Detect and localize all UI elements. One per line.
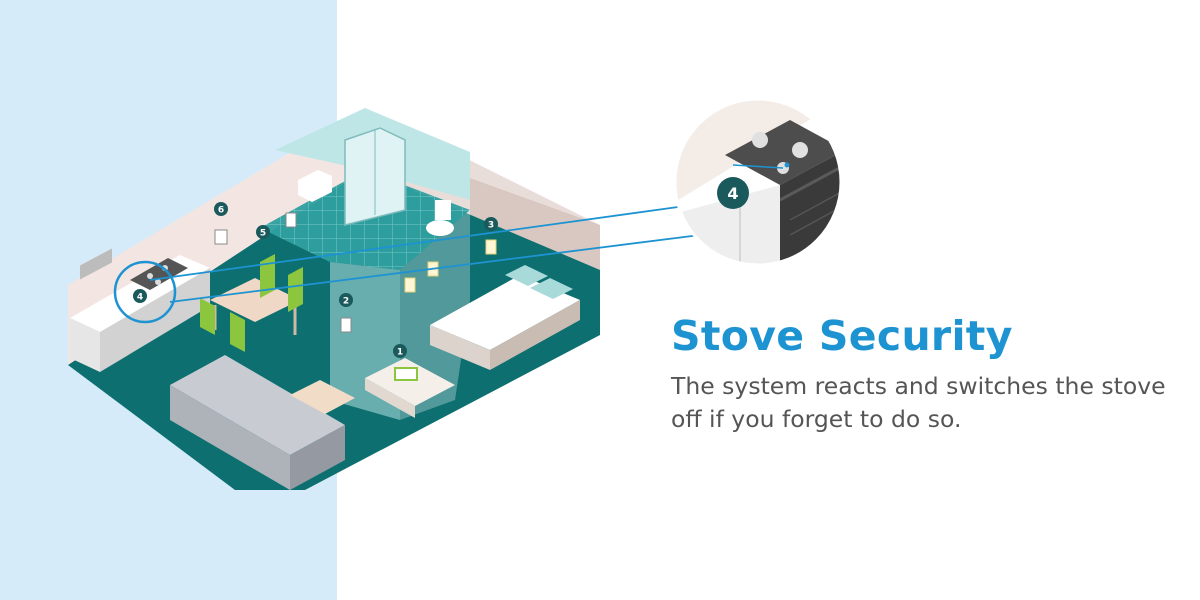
device-marker-4: 4: [133, 289, 147, 303]
bed-icon: [430, 265, 580, 370]
kitchen-counter-front: [70, 318, 100, 372]
svg-text:6: 6: [218, 206, 224, 216]
feature-title: Stove Security: [671, 312, 1013, 360]
feature-description: The system reacts and switches the stove…: [671, 372, 1166, 433]
device-marker-6: 6: [214, 202, 228, 216]
zoom-connector-bottom: [169, 234, 701, 303]
svg-text:2: 2: [343, 297, 349, 307]
svg-text:5: 5: [260, 229, 266, 239]
toilet-icon: [426, 200, 454, 236]
zoom-connector-top: [149, 206, 679, 281]
device-marker-5: 5: [256, 225, 270, 239]
washbasin: [298, 170, 332, 202]
shower-icon: [344, 127, 406, 226]
svg-text:3: 3: [488, 221, 494, 231]
device-marker-2: 2: [339, 293, 353, 307]
svg-text:4: 4: [137, 293, 143, 303]
sofa-icon: [170, 355, 345, 490]
coffee-table: [290, 380, 355, 414]
stove-zoom-detail: 4: [673, 97, 843, 267]
device-marker-1: 1: [393, 344, 407, 358]
stove-zoom-circle: [113, 260, 177, 324]
svg-text:1: 1: [397, 348, 403, 358]
sink: [80, 248, 112, 280]
tv-unit: [365, 358, 455, 406]
stove-icon: [147, 273, 153, 279]
zoom-marker-label: 4: [727, 184, 738, 203]
hub-device: [394, 367, 418, 381]
device-marker-3: 3: [484, 217, 498, 231]
chair-icon: [200, 254, 303, 352]
stove-top: [130, 258, 188, 290]
